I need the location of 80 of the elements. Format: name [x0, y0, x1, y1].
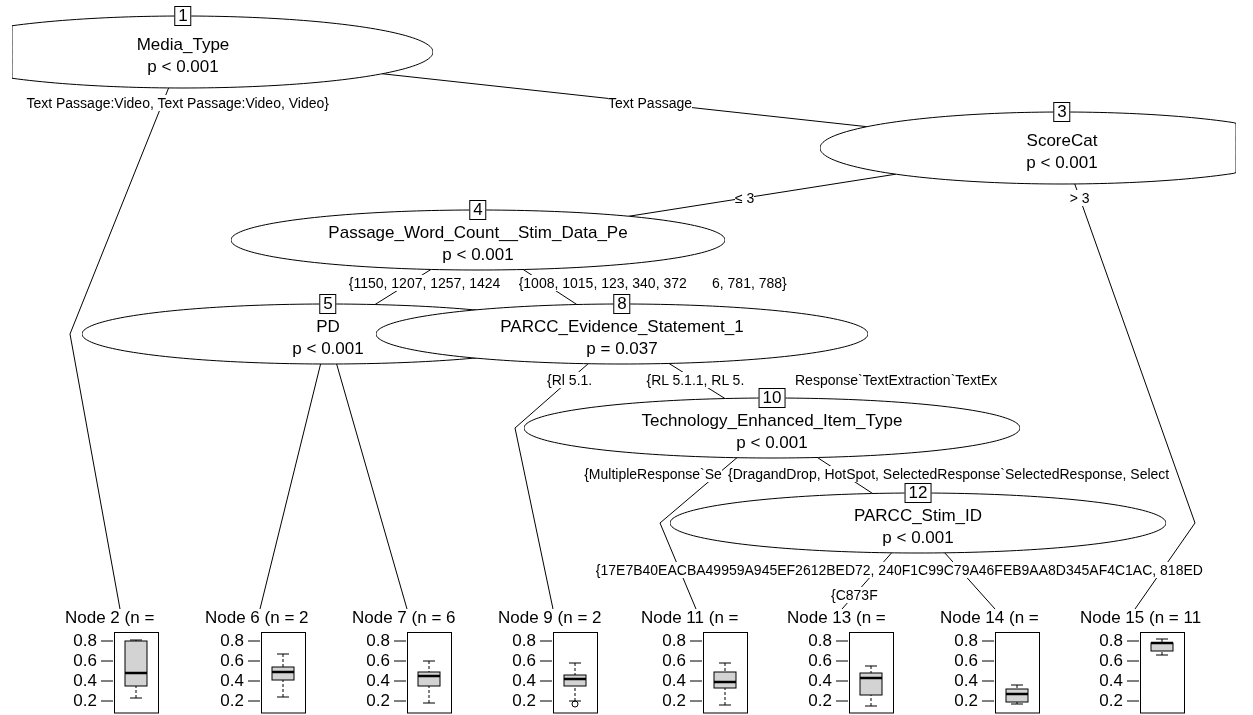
axis-tick-label: 0.4 — [73, 672, 97, 690]
terminal-node-title: Node 14 (n = — [940, 609, 1039, 627]
axis-tick-label: 0.2 — [73, 692, 97, 710]
axis-tick-label: 0.6 — [220, 652, 244, 670]
edge-label: Text Passage — [607, 95, 692, 111]
axis-tick-label: 0.8 — [662, 632, 686, 650]
node-number: 10 — [758, 388, 786, 408]
node-number: 12 — [904, 483, 932, 503]
edge-label: {1008, 1015, 123, 340, 372 — [518, 275, 687, 291]
terminal-node-title: Node 15 (n = 11 — [1080, 609, 1202, 627]
axis-tick-label: 0.6 — [512, 652, 536, 670]
axis-tick-label: 0.8 — [220, 632, 244, 650]
split-label: 6, 781, 788} — [712, 275, 787, 291]
axis-tick-label: 0.4 — [1099, 672, 1123, 690]
axis-tick-label: 0.2 — [366, 692, 390, 710]
edge-label: {MultipleResponse`Se — [584, 466, 722, 482]
axis-tick-label: 0.2 — [954, 692, 978, 710]
axis-tick-label: 0.2 — [662, 692, 686, 710]
p-value: p < 0.001 — [882, 528, 954, 548]
axis-tick-label: 0.4 — [220, 672, 244, 690]
axis-tick-label: 0.6 — [1099, 652, 1123, 670]
axis-tick-label: 0.6 — [808, 652, 832, 670]
node-number: 4 — [469, 200, 487, 220]
axis-tick-label: 0.6 — [366, 652, 390, 670]
node-number: 8 — [613, 294, 631, 314]
split-variable: ScoreCat — [1026, 131, 1098, 151]
axis-tick-label: 0.8 — [954, 632, 978, 650]
axis-tick-label: 0.6 — [954, 652, 978, 670]
axis-tick-label: 0.8 — [808, 632, 832, 650]
split-variable: PD — [316, 317, 340, 337]
terminal-node-title: Node 13 (n = — [787, 609, 886, 627]
terminal-node-title: Node 7 (n = 6 — [352, 609, 456, 627]
connector-line — [259, 363, 322, 610]
connector-line — [514, 363, 589, 610]
split-label: Response`TextExtraction`TextEx — [795, 372, 998, 388]
p-value: p < 0.001 — [1026, 153, 1098, 173]
terminal-node-title: Node 9 (n = 2 — [498, 609, 602, 627]
terminal-node-title: Node 11 (n = — [641, 609, 739, 627]
p-value: p = 0.037 — [586, 339, 658, 359]
axis-tick-label: 0.4 — [662, 672, 686, 690]
edge-label: Text Passage:Video, Text Passage:Video, Video} — [26, 95, 329, 111]
axis-tick-label: 0.6 — [662, 652, 686, 670]
connector-line — [69, 87, 170, 610]
axis-tick-label: 0.2 — [808, 692, 832, 710]
axis-tick-label: 0.2 — [512, 692, 536, 710]
split-variable: PARCC_Evidence_Statement_1 — [500, 317, 744, 337]
axis-tick-label: 0.4 — [954, 672, 978, 690]
split-variable: Media_Type — [136, 35, 230, 55]
node-number: 5 — [319, 294, 337, 314]
p-value: p < 0.001 — [292, 339, 364, 359]
p-value: p < 0.001 — [736, 433, 808, 453]
connector-line — [336, 363, 408, 610]
axis-tick-label: 0.8 — [1099, 632, 1123, 650]
edge-label: {Rl 5.1. — [547, 372, 593, 388]
split-variable: Technology_Enhanced_Item_Type — [641, 411, 903, 431]
node-number: 1 — [174, 6, 192, 26]
axis-tick-label: 0.6 — [73, 652, 97, 670]
edge-label: {RL 5.1.1, RL 5. — [646, 372, 745, 388]
terminal-node-title: Node 2 (n = — [65, 609, 155, 627]
axis-tick-label: 0.2 — [220, 692, 244, 710]
terminal-node-title: Node 6 (n = 2 — [205, 609, 309, 627]
split-variable: PARCC_Stim_ID — [853, 506, 983, 526]
edge-label: ≤ 3 — [734, 190, 755, 206]
split-variable: Passage_Word_Count__Stim_Data_Pe — [328, 223, 628, 243]
edge-label: {C873F — [831, 587, 878, 603]
axis-tick-label: 0.4 — [808, 672, 832, 690]
edge-label: > 3 — [1069, 190, 1090, 206]
edge-label: {DragandDrop, HotSpot, SelectedResponse`SelectedResponse, Select — [727, 466, 1170, 482]
edge-label: {1150, 1207, 1257, 1424 — [348, 275, 501, 291]
axis-tick-label: 0.8 — [512, 632, 536, 650]
axis-tick-label: 0.8 — [73, 632, 97, 650]
p-value: p < 0.001 — [442, 245, 514, 265]
axis-tick-label: 0.8 — [366, 632, 390, 650]
node-number: 3 — [1053, 102, 1071, 122]
axis-tick-label: 0.4 — [366, 672, 390, 690]
connector-line — [1074, 183, 1196, 610]
p-value: p < 0.001 — [147, 57, 219, 77]
edge-label: {17E7B40EACBA49959A945EF2612BED72, 240F1C99C79A46FEB9AA8D345AF4C1AC, 818ED — [595, 562, 1203, 578]
axis-tick-label: 0.2 — [1099, 692, 1123, 710]
axis-tick-label: 0.4 — [512, 672, 536, 690]
